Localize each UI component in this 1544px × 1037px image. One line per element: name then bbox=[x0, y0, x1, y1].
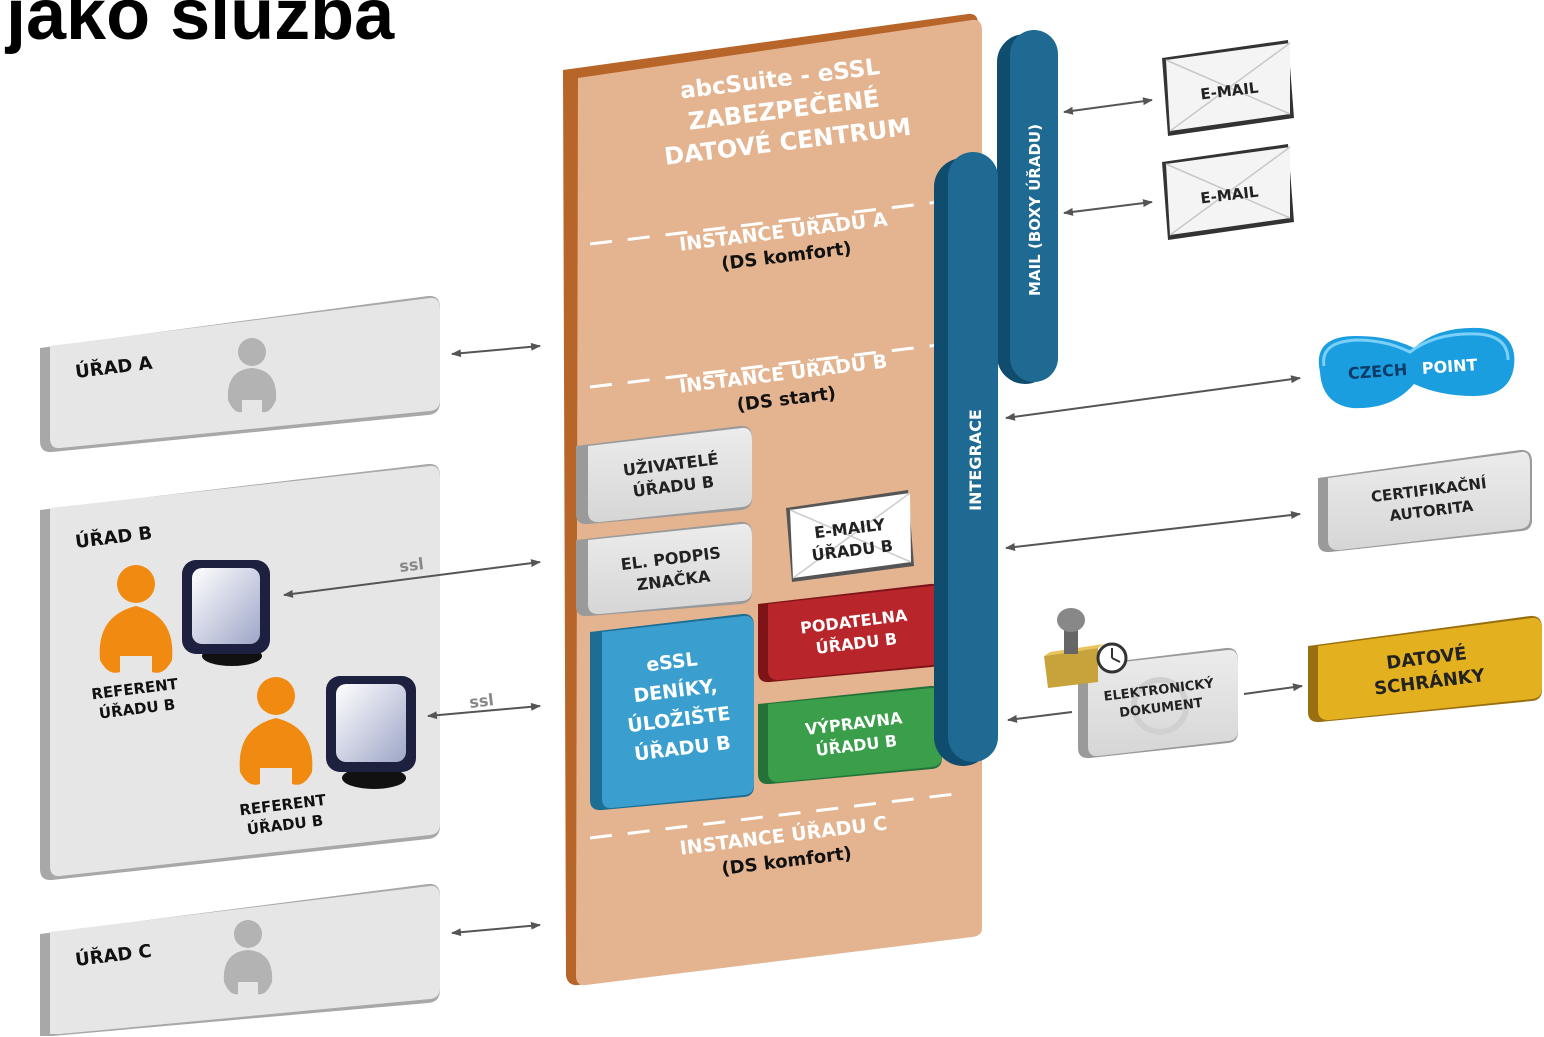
clock-icon bbox=[1096, 642, 1128, 674]
podatelna-module: PODATELNA ÚŘADU B bbox=[758, 583, 942, 683]
emails-module: E-MAILY ÚŘADU B bbox=[786, 490, 914, 582]
electronic-document: ELEKTRONICKÝ DOKUMENT bbox=[1078, 647, 1238, 759]
arrow-edoc-to-integrace bbox=[1007, 711, 1073, 723]
ssl-label-2: ssl bbox=[468, 690, 495, 712]
arrow-certification-authority bbox=[1005, 511, 1301, 551]
essl-module: eSSL DENÍKY, ÚLOŽIŠTE ÚŘADU B bbox=[590, 613, 754, 811]
czechpoint-logo-part1: CZECH bbox=[1347, 360, 1408, 383]
datove-schranky: DATOVÉ SCHRÁNKY bbox=[1308, 615, 1542, 723]
users-module: UŽIVATELÉ ÚŘADU B bbox=[576, 425, 752, 525]
arrow-office-a bbox=[451, 342, 541, 358]
integrace-bar: INTEGRACE bbox=[934, 152, 998, 766]
czechpoint-logo: CZECH POINT bbox=[1318, 327, 1515, 409]
instance-separators bbox=[589, 198, 956, 840]
arrow-referent-1 bbox=[283, 559, 541, 598]
ssl-label-1: ssl bbox=[398, 554, 425, 576]
office-c: ÚŘAD C bbox=[40, 883, 440, 1036]
email-envelope-2: E-MAIL bbox=[1162, 144, 1294, 240]
mail-bar: MAIL (BOXY ÚŘADU) bbox=[997, 30, 1058, 384]
page-title: jako služba bbox=[6, 0, 395, 55]
arrow-email-1 bbox=[1063, 97, 1153, 115]
office-a-user-icon bbox=[227, 338, 277, 413]
office-a: ÚŘAD A bbox=[40, 295, 440, 453]
arrow-edoc-to-ds bbox=[1243, 683, 1303, 695]
office-b: ÚŘAD B ssl ssl REFERENT ÚŘADU B REFER bbox=[40, 463, 495, 881]
integrace-bar-label: INTEGRACE bbox=[966, 409, 985, 511]
monitor-1-icon bbox=[182, 560, 270, 666]
mail-bar-label: MAIL (BOXY ÚŘADU) bbox=[1025, 124, 1044, 296]
czechpoint-logo-part2: POINT bbox=[1421, 355, 1478, 378]
arrow-czechpoint bbox=[1005, 375, 1301, 421]
vypravna-module: VÝPRAVNA ÚŘADU B bbox=[758, 685, 942, 785]
office-c-user-icon bbox=[223, 920, 273, 995]
certification-authority: CERTIFIKAČNÍ AUTORITA bbox=[1318, 449, 1532, 553]
connector-arrows bbox=[283, 97, 1303, 937]
arrow-referent-2 bbox=[427, 702, 541, 720]
referent-1-icon bbox=[99, 565, 173, 673]
stamp-icon bbox=[1044, 608, 1104, 688]
arrow-email-2 bbox=[1063, 199, 1153, 216]
signature-module: EL. PODPIS ZNAČKA bbox=[576, 521, 752, 617]
email-envelope-1: E-MAIL bbox=[1162, 40, 1294, 136]
arrow-office-c bbox=[451, 921, 541, 937]
monitor-2-icon bbox=[326, 676, 416, 789]
referent-2-icon bbox=[239, 677, 313, 785]
